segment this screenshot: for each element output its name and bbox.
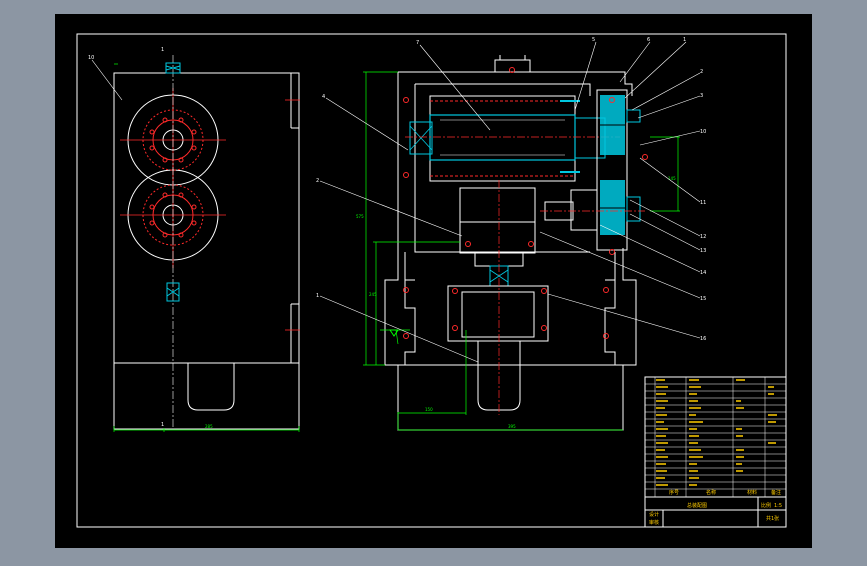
roller-assembly [405,95,620,182]
svg-text:11: 11 [700,200,706,206]
svg-text:5: 5 [592,37,595,43]
drawing-border [76,33,787,528]
svg-text:10: 10 [700,129,706,135]
gear-train [540,89,645,251]
svg-text:13: 13 [700,248,706,254]
svg-text:1: 1 [316,293,319,299]
svg-text:15: 15 [700,296,706,302]
title-block: 序号 名称 材料 备注 总装配图 比例 1:5 设计 审核 共1张 [644,376,787,528]
width-dim: 150 [425,407,433,412]
main-view: 575 245 150 395 145 7 5 [316,37,706,431]
bom-header-note: 备注 [771,489,781,496]
bottom-bolt [166,282,180,302]
checker-label: 审核 [649,519,659,526]
svg-text:1: 1 [683,37,686,43]
weld-symbol [389,329,399,337]
side-view: 285 10 1 1 [88,47,300,432]
callout-bottom-center: 1 [161,422,164,428]
side-dim-text: 285 [205,424,213,429]
width-dim-2: 395 [508,424,516,429]
svg-text:14: 14 [700,270,706,276]
top-bolt [165,62,181,74]
svg-text:4: 4 [322,94,325,100]
height-dim-2: 245 [369,292,377,297]
bom-header-name: 名称 [706,489,716,496]
svg-text:2: 2 [316,178,319,184]
bom-header-no: 序号 [669,489,679,496]
svg-text:6: 6 [647,37,650,43]
bolt-holes [403,67,648,339]
sheet-count: 共1张 [766,515,779,522]
svg-text:12: 12 [700,234,706,240]
bom-text-marks [656,379,777,486]
side-view-base [113,362,300,430]
bom-rows [645,377,786,497]
designer-label: 设计 [649,511,659,518]
callout-top-center: 1 [161,47,164,53]
bom-header-material: 材料 [747,489,757,496]
callout-left-view: 10 [88,55,94,61]
scale-value: 1:5 [774,503,782,509]
svg-text:2: 2 [700,69,703,75]
leader-lines [319,41,701,363]
svg-text:7: 7 [416,40,419,46]
height-dim: 575 [356,214,364,219]
dimension-lines [363,71,680,431]
center-dim: 145 [668,176,676,181]
drawing-name: 总装配图 [687,502,707,509]
svg-text:16: 16 [700,336,706,342]
press-cylinder [447,180,549,415]
callout-numbers: 7 5 6 1 2 3 10 11 12 13 14 15 16 4 2 1 [316,37,706,342]
svg-text:3: 3 [700,93,703,99]
base-slot [187,363,235,411]
scale-label: 比例 [761,502,771,509]
